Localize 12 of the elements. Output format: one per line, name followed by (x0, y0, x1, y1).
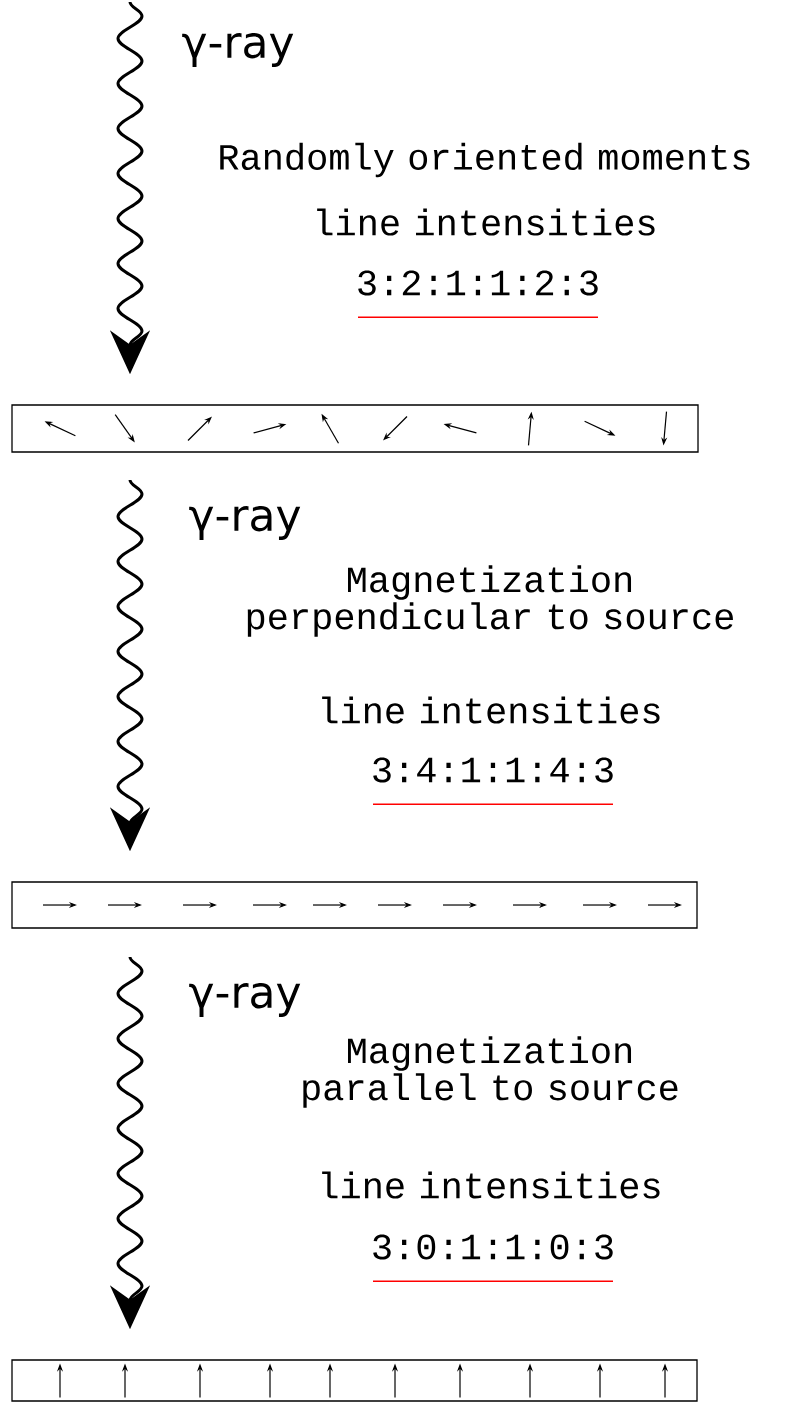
sample-box (11, 404, 699, 453)
edge-label: γ-ray (189, 983, 301, 1017)
text-label: line intensities (322, 696, 660, 724)
edge-label: γ-ray (189, 506, 301, 540)
text-label: line intensities (317, 208, 655, 236)
edge-label: γ-ray (182, 33, 294, 67)
text-label: Randomly oriented moments (220, 142, 750, 178)
sample-box (11, 881, 698, 929)
text-label: Magnetization parallel to source (303, 1036, 678, 1108)
text-label: Magnetization perpendicular to source (247, 565, 733, 637)
text-label: line intensities (322, 1171, 660, 1199)
sample-box (11, 1359, 698, 1402)
